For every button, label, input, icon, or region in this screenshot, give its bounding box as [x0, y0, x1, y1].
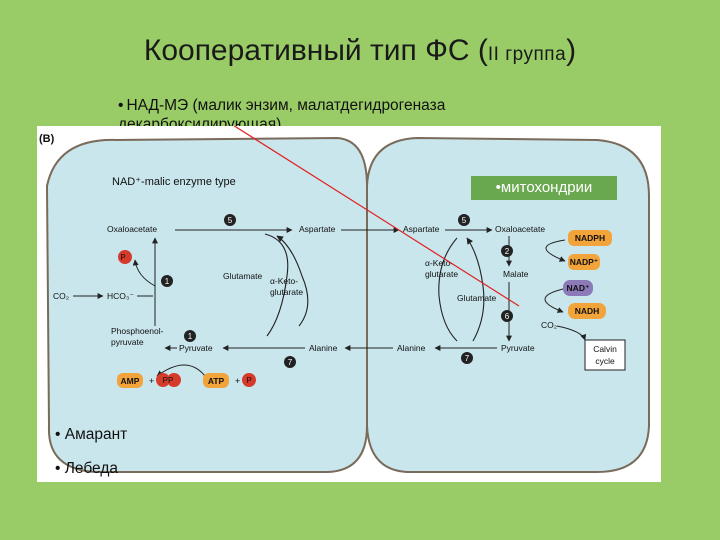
subtitle-bullet-mark: •: [118, 97, 124, 114]
list-item-lebeda: • Лебеда: [55, 460, 118, 477]
ppi-label: PP: [163, 376, 174, 385]
amp-badge: [117, 373, 143, 388]
calvin-label-1: Calvin: [593, 344, 617, 354]
step-circle-7-left: [284, 356, 296, 368]
nadp-label: NADP⁺: [570, 257, 599, 267]
step-num-5-right: 5: [462, 216, 467, 225]
step-circle-7-right: [461, 352, 473, 364]
type-label: NAD⁺-malic enzyme type: [112, 176, 236, 188]
malate-label: Malate: [503, 269, 529, 279]
arrow-nadph-to-nadp: [545, 239, 566, 262]
step-num-5-left: 5: [228, 216, 233, 225]
step-num-1-bottom: 1: [188, 332, 193, 341]
step-circle-5-right: [458, 214, 470, 226]
ppi-circle-1: [156, 373, 170, 387]
pi-circle-top: [118, 250, 132, 264]
plus-1: +: [149, 376, 154, 386]
title-group: II группа: [487, 44, 567, 65]
step-circle-1-bottom: [184, 330, 196, 342]
amp-label: AMP: [121, 376, 140, 386]
pi-label-top: P: [120, 253, 125, 262]
mitochondria-callout: •митохондрии: [471, 176, 617, 200]
nadp-badge: [568, 254, 600, 270]
mesophyll-cell: [45, 136, 368, 473]
glutamate-left: Glutamate: [223, 271, 262, 281]
hco3-label: HCO₃⁻: [107, 291, 134, 301]
arrow-pi-release: [132, 259, 156, 287]
arrow-nad-to-nadh: [544, 288, 564, 313]
nadph-badge: [568, 230, 612, 246]
aspartate-left: Aspartate: [299, 224, 336, 234]
aspartate-right: Aspartate: [403, 224, 440, 234]
glutamate-right: Glutamate: [457, 293, 496, 303]
bundle-sheath-cell: [366, 136, 650, 473]
plus-2: +: [235, 376, 240, 386]
nad-badge: [563, 280, 593, 296]
oxaloacetate-left: Oxaloacetate: [107, 224, 157, 234]
page-title: Кооперативный тип ФС (II группа): [0, 34, 720, 68]
step-circle-2: [501, 245, 513, 257]
aketo-right-1: α-Keto-: [425, 258, 453, 268]
arrow-atp-amp: [156, 364, 206, 377]
step-num-7-right: 7: [465, 354, 470, 363]
nadph-label: NADPH: [575, 233, 605, 243]
transaminase-cycle-left: [264, 234, 309, 337]
list-item-amaranth: • Амарант: [55, 426, 128, 443]
step-circle-5-left: [224, 214, 236, 226]
subtitle-line-1: НАД-МЭ (малик энзим, малатдегидрогеназа: [126, 97, 446, 114]
nadh-label: NADH: [575, 306, 600, 316]
step-num-1-top: 1: [165, 277, 170, 286]
co2-right: CO₂: [541, 320, 557, 330]
aketo-left-1: α-Keto-: [270, 276, 298, 286]
title-main: Кооперативный тип ФС (: [143, 34, 488, 67]
title-close: ): [566, 34, 577, 67]
calvin-cycle-box: [584, 339, 626, 371]
nadh-badge: [568, 303, 606, 319]
pep-label-2: pyruvate: [111, 337, 144, 347]
diagram-panel: (B) NAD⁺-malic enzyme type Oxaloacetate …: [37, 126, 661, 482]
panel-label: (B): [39, 133, 55, 145]
step-num-7-left: 7: [288, 358, 293, 367]
step-circle-6: [501, 310, 513, 322]
oxaloacetate-right: Oxaloacetate: [495, 224, 545, 234]
step-num-2: 2: [505, 247, 510, 256]
calvin-label-2: cycle: [595, 356, 615, 366]
ppi-circle-2: [167, 373, 181, 387]
pep-label-1: Phosphoenol-: [111, 326, 164, 336]
step-num-6: 6: [505, 312, 510, 321]
pyruvate-right: Pyruvate: [501, 343, 535, 353]
pyruvate-left: Pyruvate: [179, 343, 213, 353]
pointer-line: [233, 126, 520, 307]
step-circle-1-top: [161, 275, 173, 287]
aketo-right-2: glutarate: [425, 269, 458, 279]
pi-circle-bottom: [242, 373, 256, 387]
alanine-left: Alanine: [309, 343, 338, 353]
atp-badge: [203, 373, 229, 388]
aketo-left-2: glutarate: [270, 287, 303, 297]
atp-label: ATP: [208, 376, 225, 386]
transaminase-cycle-right: [438, 238, 485, 342]
alanine-right: Alanine: [397, 343, 426, 353]
co2-left: CO₂: [53, 291, 69, 301]
pi-label-bottom: P: [246, 376, 251, 385]
nad-label: NAD⁺: [567, 283, 590, 293]
diagram-svg: (B) NAD⁺-malic enzyme type Oxaloacetate …: [39, 126, 650, 473]
arrow-co2-to-calvin: [556, 325, 587, 341]
